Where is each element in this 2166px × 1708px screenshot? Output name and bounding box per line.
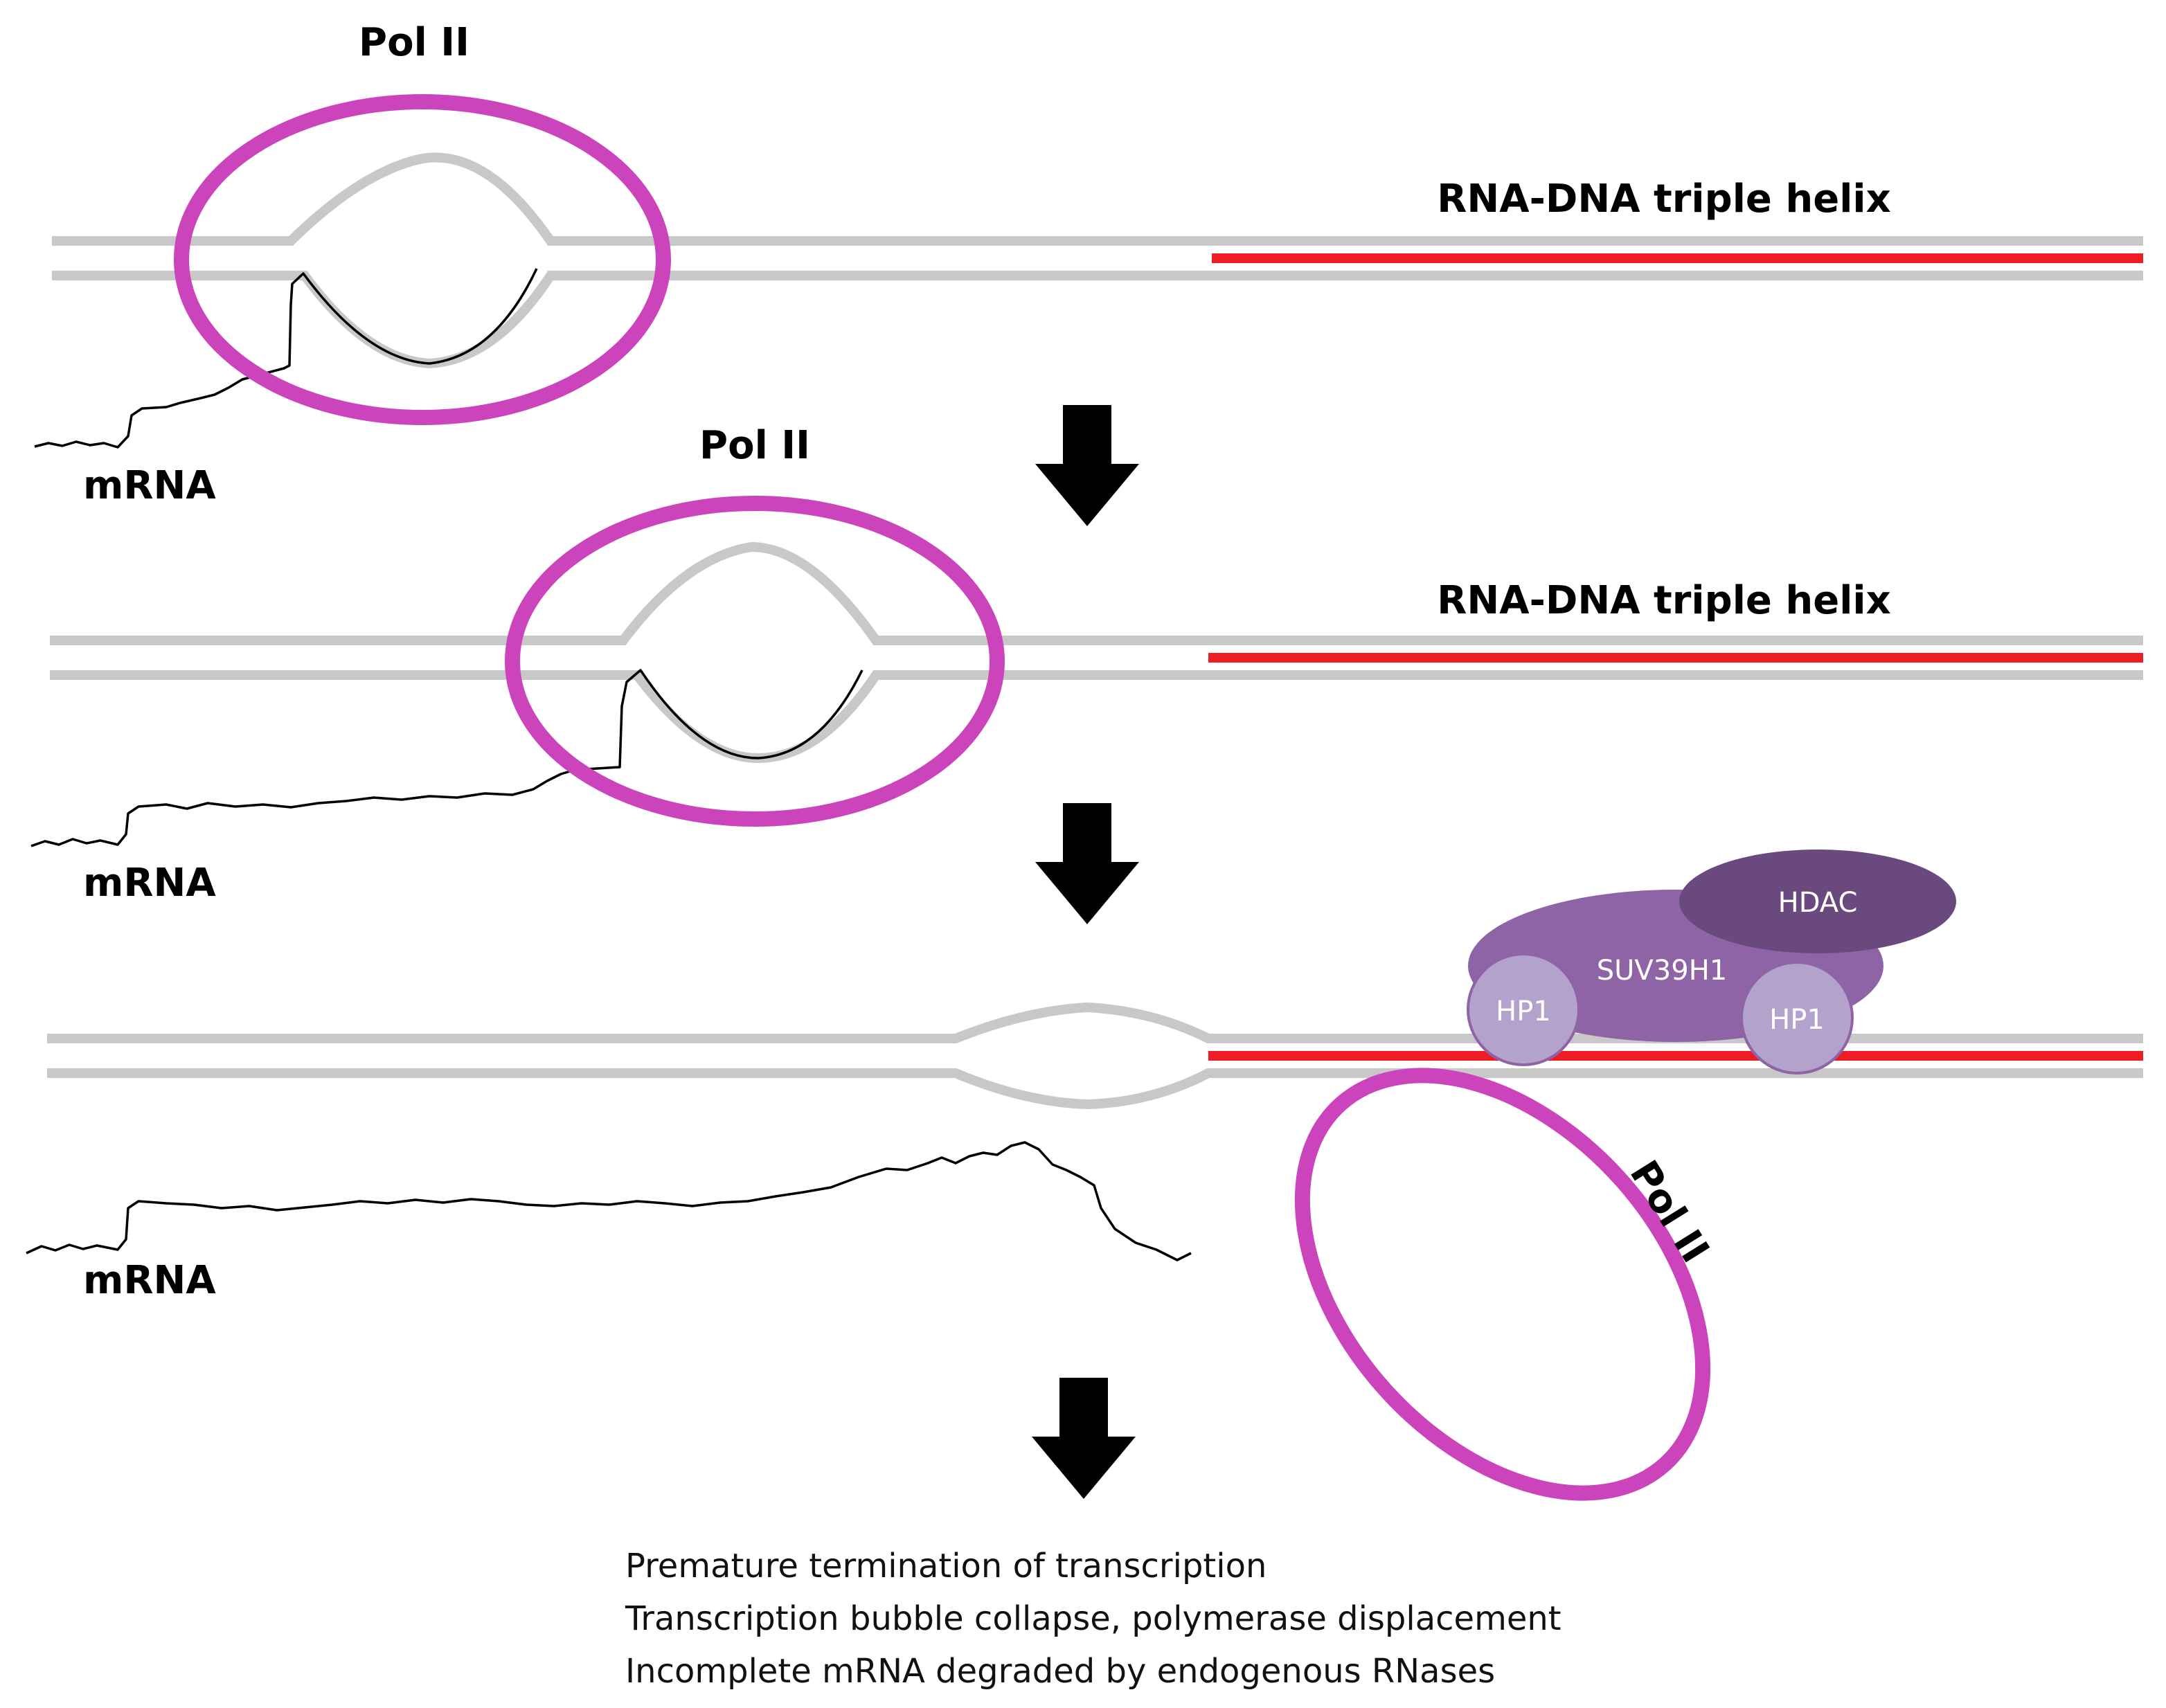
mrna-label: mRNA: [83, 1258, 216, 1303]
dna-top-strand: [47, 1002, 2143, 1043]
caption-block: Premature termination of transcription T…: [625, 1547, 1561, 1691]
mrna-strand: [34, 268, 538, 449]
dna-bottom-strand: [50, 670, 2143, 764]
hdac-label: HDAC: [1778, 887, 1858, 919]
pol-ii-complex: [174, 94, 671, 425]
down-arrow-icon: [1032, 1378, 1136, 1499]
mrna-strand: [26, 1141, 1192, 1261]
suv39h1-label: SUV39H1: [1597, 955, 1727, 987]
hp1-label: HP1: [1496, 996, 1551, 1027]
down-arrow-icon: [1035, 405, 1139, 526]
panel-2: Pol II RNA-DNA triple helix mRNA: [30, 423, 2143, 906]
hp1-label: HP1: [1769, 1004, 1825, 1036]
triple-helix-label: RNA-DNA triple helix: [1437, 177, 1890, 222]
dna-top-strand: [52, 152, 2143, 246]
hp1-protein: [1740, 961, 1854, 1075]
pol-ii-label: Pol II: [1621, 1153, 1718, 1270]
triple-helix-label: RNA-DNA triple helix: [1437, 578, 1890, 623]
pol-ii-complex: [1294, 1068, 1711, 1501]
hp1-protein: [1467, 953, 1580, 1066]
mrna-strand: [30, 669, 863, 847]
pol-ii-label: Pol II: [699, 423, 810, 468]
caption-line: Incomplete mRNA degraded by endogenous R…: [625, 1652, 1495, 1691]
down-arrow-icon: [1035, 803, 1139, 924]
mrna-label: mRNA: [83, 463, 216, 508]
caption-line: Transcription bubble collapse, polymeras…: [625, 1599, 1561, 1638]
panel-1: Pol II RNA-DNA triple helix mRNA: [34, 20, 2143, 508]
dna-bottom-strand: [47, 1068, 2143, 1110]
dna-top-strand: [50, 541, 2143, 645]
silencing-complex: HDAC SUV39H1 HP1 HP1: [1467, 849, 1956, 1075]
panel-3: HDAC SUV39H1 HP1 HP1 Pol II mRNA: [26, 849, 2143, 1501]
hdac-protein: [1679, 849, 1956, 953]
mrna-label: mRNA: [83, 861, 216, 906]
pol-ii-complex: [505, 496, 1005, 827]
caption-line: Premature termination of transcription: [625, 1547, 1267, 1585]
pol-ii-label: Pol II: [359, 20, 469, 65]
dna-bottom-strand: [52, 271, 2143, 369]
